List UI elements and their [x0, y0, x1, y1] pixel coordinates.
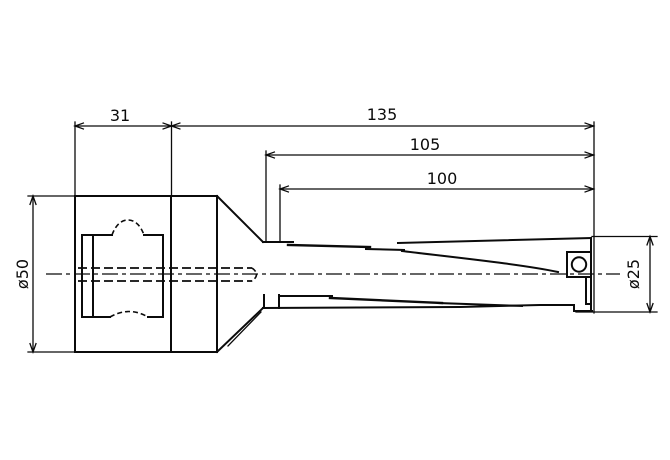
- insert-pocket: [566, 237, 592, 312]
- extension-lines: [27, 121, 658, 353]
- dim-100-label: 100: [427, 169, 458, 188]
- insert-screw-circle: [570, 256, 588, 273]
- setscrew-pocket: [81, 219, 164, 318]
- dimension-labels: 31 135 105 100 ø50 ø25: [13, 105, 643, 289]
- taper-section: [215, 194, 265, 354]
- dim-105-label: 105: [410, 135, 441, 154]
- drill-flute-body: [261, 236, 593, 312]
- dia-50-label: ø50: [13, 259, 32, 289]
- dia-25-label: ø25: [624, 259, 643, 289]
- dim-31-label: 31: [110, 106, 130, 125]
- dimension-lines: [32, 125, 651, 353]
- arrowheads: [29, 122, 654, 354]
- dim-135-label: 135: [367, 105, 398, 124]
